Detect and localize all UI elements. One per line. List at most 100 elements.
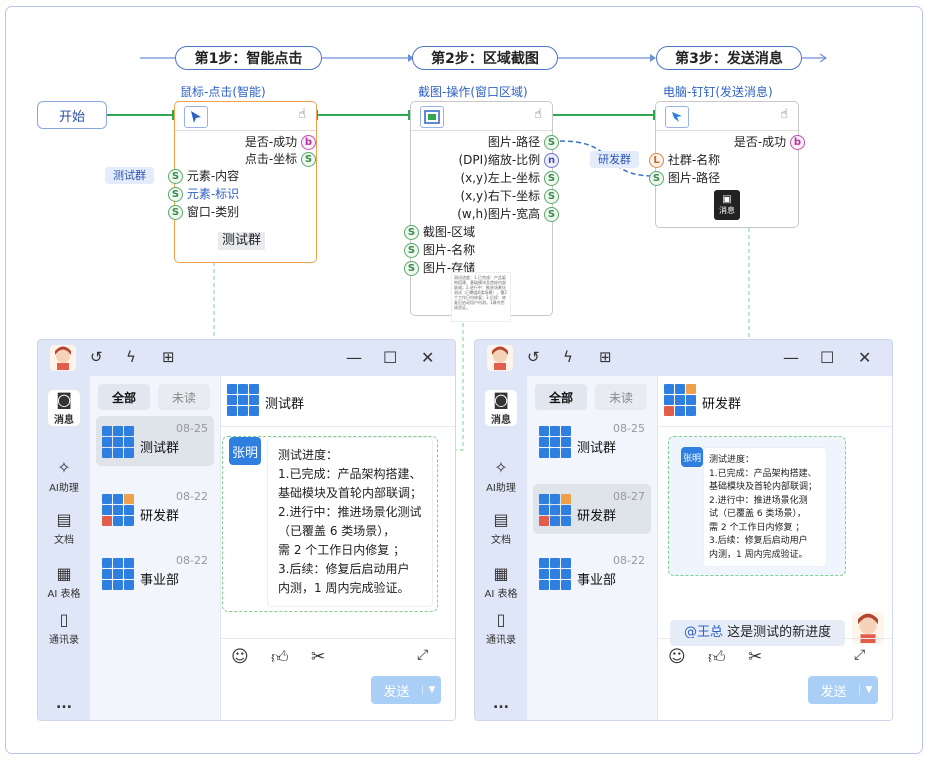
message-bubble[interactable]: 测试进度： 1.已完成：产品架构搭建、 基础模块及首轮内部联调； 2.进行中：推… — [703, 447, 827, 567]
string-pin-icon[interactable]: S — [404, 225, 419, 240]
string-pin-icon[interactable]: S — [544, 171, 559, 186]
lightning-icon[interactable]: ϟ — [126, 348, 136, 366]
thumbs-up-icon[interactable]: 👍︎ — [708, 648, 726, 668]
chat-panel: 研发群 张明 测试进度： 1.已完成：产品架构搭建、 基础模块及首轮内部联调； … — [657, 376, 892, 720]
lightning-icon[interactable]: ϟ — [563, 348, 573, 366]
boolean-pin-icon[interactable]: b — [790, 135, 805, 150]
step-1-label: 第1步：智能点击 — [175, 46, 322, 70]
sidebar-item-ai-table[interactable]: ▦AI 表格 — [475, 564, 527, 600]
string-pin-icon[interactable]: S — [544, 189, 559, 204]
group-avatar-icon — [539, 426, 571, 458]
string-pin-icon[interactable]: S — [544, 207, 559, 222]
scissors-icon[interactable]: ✂ — [311, 647, 326, 667]
minimize-icon[interactable]: — — [783, 348, 799, 367]
string-pin-icon[interactable]: S — [168, 169, 183, 184]
chevron-down-icon[interactable]: ▼ — [859, 685, 878, 695]
node2-output-image-path: 图片-路径 — [487, 135, 541, 149]
minimize-icon[interactable]: — — [346, 348, 362, 367]
message-badge-label: 消息 — [719, 206, 735, 215]
string-pin-icon[interactable]: S — [301, 152, 316, 167]
history-icon[interactable]: ↺ — [90, 348, 103, 366]
sidebar-item-docs[interactable]: ▤文档 — [475, 510, 527, 546]
close-icon[interactable]: ✕ — [858, 348, 872, 367]
node1-output-coords: 点击-坐标 — [244, 152, 298, 166]
apps-grid-icon[interactable]: ⊞ — [599, 348, 612, 366]
sidebar-item-ai-assistant[interactable]: ✧AI助理 — [475, 458, 527, 494]
expand-icon[interactable]: ⤢ — [854, 647, 866, 663]
dingtalk-send-node[interactable]: ☝ 是否-成功 b L 社群-名称 S 图片-路径 ▣ 消息 — [649, 101, 805, 228]
emoji-icon[interactable]: ☺ — [231, 647, 249, 667]
node3-input-tag[interactable]: 研发群 — [590, 151, 639, 168]
node2-output-topleft: (x,y)左上-坐标 — [460, 171, 541, 185]
close-icon[interactable]: ✕ — [421, 348, 435, 367]
group-avatar-icon — [664, 384, 696, 416]
pointer-settings-icon[interactable]: ☝ — [298, 107, 306, 122]
list-pin-icon[interactable]: L — [649, 153, 664, 168]
pointer-settings-icon[interactable]: ☝ — [780, 107, 788, 122]
diagram-frame — [5, 6, 923, 754]
conversation-item[interactable]: 研发群 08-27 — [533, 484, 651, 534]
conversation-item[interactable]: 测试群 08-25 — [533, 416, 651, 466]
expand-icon[interactable]: ⤢ — [417, 647, 429, 663]
user-avatar[interactable] — [50, 345, 76, 371]
string-pin-icon[interactable]: S — [404, 261, 419, 276]
maximize-icon[interactable]: ☐ — [383, 348, 398, 367]
boolean-pin-icon[interactable]: b — [301, 135, 316, 150]
sidebar-item-ai-assistant[interactable]: ✧AI助理 — [38, 458, 90, 494]
conversation-item[interactable]: 测试群 08-25 — [96, 416, 214, 466]
send-button[interactable]: 发送 ▼ — [371, 676, 441, 704]
node1-input-element-content: 元素-内容 — [186, 169, 240, 183]
sidebar-item-messages[interactable]: ◙消息 — [38, 390, 90, 426]
sidebar-item-ai-table[interactable]: ▦AI 表格 — [38, 564, 90, 600]
sidebar: ◙消息 ✧AI助理 ▤文档 ▦AI 表格 ▯通讯录 ... — [475, 376, 527, 720]
string-pin-icon[interactable]: S — [168, 205, 183, 220]
chat-title: 研发群 — [702, 397, 742, 412]
string-pin-icon[interactable]: S — [649, 171, 664, 186]
sidebar-item-contacts[interactable]: ▯通讯录 — [38, 610, 90, 646]
filter-unread-tab[interactable]: 未读 — [595, 384, 647, 410]
history-icon[interactable]: ↺ — [527, 348, 540, 366]
mention-message[interactable]: @王总 这是测试的新进度 — [670, 620, 846, 646]
node1-input-tag[interactable]: 测试群 — [105, 167, 154, 184]
message-badge: ▣ 消息 — [714, 190, 740, 220]
send-button[interactable]: 发送 ▼ — [808, 676, 878, 704]
filter-all-tab[interactable]: 全部 — [98, 384, 150, 410]
thumbs-up-icon[interactable]: 👍︎ — [271, 648, 289, 668]
string-pin-icon[interactable]: S — [168, 187, 183, 202]
number-pin-icon[interactable]: n — [544, 153, 559, 168]
pointer-settings-icon[interactable]: ☝ — [534, 107, 542, 122]
user-avatar[interactable] — [487, 345, 513, 371]
string-pin-icon[interactable]: S — [544, 135, 559, 150]
window-titlebar: ↺ ϟ ⊞ — ☐ ✕ — [38, 340, 455, 376]
scissors-icon[interactable]: ✂ — [748, 647, 763, 667]
conversation-item[interactable]: 事业部 08-22 — [96, 548, 214, 598]
input-toolbar: ☺ 👍︎ ✂ ⤢ — [658, 638, 892, 669]
message-bubble[interactable]: 测试进度： 1.已完成：产品架构搭建、 基础模块及首轮内部联调； 2.进行中：推… — [267, 437, 433, 607]
conversation-item[interactable]: 研发群 08-22 — [96, 484, 214, 534]
mention-user[interactable]: @王总 — [684, 625, 724, 640]
emoji-icon[interactable]: ☺ — [668, 647, 686, 667]
maximize-icon[interactable]: ☐ — [820, 348, 835, 367]
sender-avatar[interactable]: 张明 — [681, 447, 703, 467]
node2-header: ☝ — [411, 102, 552, 131]
node3-output-success: 是否-成功 — [733, 135, 787, 149]
more-button[interactable]: ... — [56, 696, 72, 712]
conversation-item[interactable]: 事业部 08-22 — [533, 548, 651, 598]
input-toolbar: ☺ 👍︎ ✂ ⤢ — [221, 638, 455, 669]
sidebar-item-docs[interactable]: ▤文档 — [38, 510, 90, 546]
sender-avatar[interactable]: 张明 — [229, 437, 261, 465]
chevron-down-icon[interactable]: ▼ — [422, 685, 441, 695]
sidebar-item-messages[interactable]: ◙消息 — [475, 390, 527, 426]
sidebar-item-contacts[interactable]: ▯通讯录 — [475, 610, 527, 646]
filter-all-tab[interactable]: 全部 — [535, 384, 587, 410]
filter-unread-tab[interactable]: 未读 — [158, 384, 210, 410]
screenshot-node[interactable]: ☝ 图片-路径 S (DPI)缩放-比例 n (x,y)左上-坐标 S (x,y… — [404, 101, 559, 322]
mouse-click-node[interactable]: ☝ 是否-成功 b 点击-坐标 S S 元素-内容 S 元素-标识 S 窗口-类… — [168, 101, 317, 263]
screenshot-icon — [420, 106, 444, 128]
apps-grid-icon[interactable]: ⊞ — [162, 348, 175, 366]
group-avatar-icon — [102, 494, 134, 526]
string-pin-icon[interactable]: S — [404, 243, 419, 258]
more-button[interactable]: ... — [493, 696, 509, 712]
group-avatar-icon — [539, 558, 571, 590]
start-node[interactable]: 开始 — [37, 101, 107, 129]
